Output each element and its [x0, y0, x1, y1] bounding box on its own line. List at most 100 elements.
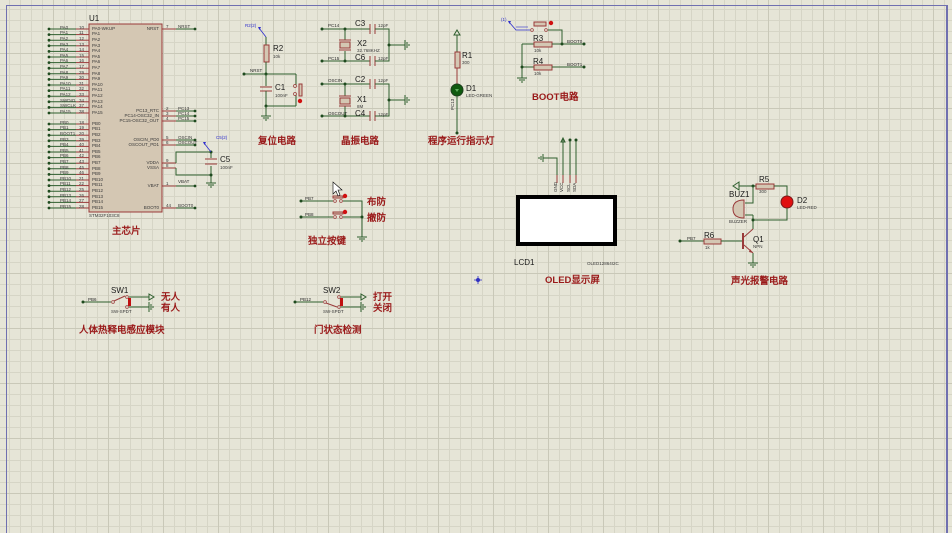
mcu-left-pin-name: PB9 — [92, 171, 101, 177]
crystal-x1 — [339, 97, 351, 105]
oled-screen — [516, 195, 617, 246]
mcu-vbat-net: VBAT — [178, 179, 190, 184]
mcu-left-pin-number: 31 — [79, 80, 85, 86]
oled-display[interactable] — [516, 136, 617, 246]
net-oscin: OSCIN — [328, 78, 343, 83]
q1-ref: Q1 — [753, 235, 764, 244]
independent-keys[interactable] — [299, 181, 368, 242]
mcu-pin-junction — [47, 38, 51, 42]
mcu-left-net-label: PB3 — [60, 136, 69, 142]
mcu-pin-junction — [47, 33, 51, 36]
net-boot1: BOOT1 — [567, 62, 583, 67]
mcu-left-net-label: PB1 — [60, 125, 69, 131]
mcu-right-pin-number: 3 — [166, 111, 169, 116]
r3-ref: R3 — [533, 34, 544, 43]
mcu-left-pin-name: PB0 — [92, 120, 101, 126]
mcu-left-pin-number: 45 — [79, 164, 85, 170]
mcu-pin-junction — [47, 150, 51, 154]
d2-ref: D2 — [797, 196, 808, 205]
mcu-u1[interactable] — [47, 23, 197, 213]
buz1-ref: BUZ1 — [729, 190, 750, 199]
mcu-right-pin-name: VSSA — [146, 164, 159, 170]
mcu-left-pin-name: PA10 — [92, 81, 103, 87]
sw1-ref: SW1 — [111, 286, 129, 295]
mcu-left-pin-number: 30 — [79, 75, 85, 81]
mcu-pin-junction — [47, 206, 51, 210]
mcu-left-net-label: PA6 — [60, 58, 69, 64]
mcu-pin-junction — [47, 44, 51, 48]
label-nobody: 无人 — [161, 292, 181, 303]
mcu-pin-junction — [193, 27, 197, 31]
mcu-left-pin-number: 32 — [79, 86, 85, 92]
mcu-right-pin-number: 5 — [166, 135, 169, 140]
r4-ref: R4 — [533, 57, 544, 66]
mcu-pin-junction — [193, 138, 197, 142]
mcu-pin-junction — [47, 27, 51, 31]
c4-value: 12pF — [378, 112, 389, 117]
mcu-body[interactable] — [88, 23, 163, 213]
mcu-pin-junction — [193, 143, 197, 147]
r5-value: 300 — [759, 189, 767, 194]
label-door: 门状态检测 — [314, 325, 362, 336]
mcu-pin-junction — [47, 189, 51, 193]
mcu-left-net-label: PB7 — [60, 158, 69, 164]
mcu-pin-junction — [47, 161, 51, 165]
status-led-circuit[interactable] — [450, 29, 464, 135]
mcu-right-pin-number: 8 — [166, 163, 169, 168]
mcu-left-pin-name: PB10 — [92, 176, 104, 182]
c1-value: 100nF — [275, 93, 288, 98]
mcu-left-pin-number: 38 — [79, 108, 85, 114]
mcu-left-net-label: PA12 — [60, 91, 71, 97]
mcu-right-pin-number: 1 — [166, 181, 169, 186]
reset-button — [298, 83, 303, 97]
mcu-left-net-label: PB8 — [60, 164, 69, 170]
reset-circuit[interactable] — [242, 27, 303, 121]
mcu-left-net-label: PA8 — [60, 69, 69, 75]
mcu-left-pin-name: PB3 — [92, 137, 101, 143]
mcu-left-pin-number: 19 — [79, 125, 85, 131]
mcu-left-pin-name: PB5 — [92, 148, 101, 154]
door-switch-sw2[interactable] — [293, 293, 367, 312]
c5-ref: C5 — [220, 155, 231, 164]
mcu-left-pin-name: PA3 — [92, 42, 101, 48]
mcu-pin-junction — [47, 55, 51, 59]
mcu-left-pin-number: 17 — [79, 63, 85, 69]
mcu-left-pin-number: 11 — [79, 30, 84, 36]
mcu-left-pin-number: 25 — [79, 186, 85, 192]
mcu-left-pin-name: PA15 — [92, 109, 103, 115]
r4-value: 10k — [534, 71, 542, 76]
mcu-pin-junction — [47, 61, 51, 64]
crystal-circuit[interactable] — [320, 24, 410, 121]
capacitor-c5[interactable] — [175, 142, 217, 188]
mcu-left-pin-number: 40 — [79, 142, 85, 148]
mcu-right-pin-number: 2 — [166, 106, 169, 111]
boot-circuit[interactable] — [508, 20, 586, 83]
sw2-ref: SW2 — [323, 286, 341, 295]
alarm-circuit[interactable] — [678, 181, 794, 268]
c6-ref: C6 — [355, 53, 366, 62]
mcu-left-pin-name: PB11 — [92, 182, 103, 188]
label-crystal: 晶振电路 — [341, 136, 380, 147]
mcu-right-net-label: PC13 — [178, 106, 190, 111]
mcu-pin-junction — [47, 133, 51, 137]
mcu-left-net-label: PB4 — [60, 142, 69, 148]
mcu-left-pin-name: PA14 — [92, 104, 103, 110]
label-disarm: 撤防 — [367, 213, 387, 224]
mcu-right-net-label: OSCIN — [178, 135, 193, 140]
mcu-right-pin-name: OSCOUT_PD1 — [128, 141, 159, 147]
led-net: PC13 — [450, 98, 455, 110]
mcu-left-pin-number: 29 — [79, 69, 85, 75]
mcu-left-pin-number: 37 — [79, 103, 85, 109]
pir-switch-sw1[interactable] — [81, 293, 155, 312]
mcu-left-pin-number: 20 — [79, 130, 85, 136]
alarm-net: PB7 — [687, 236, 696, 241]
d1-value: LED-GREEN — [466, 93, 493, 98]
c3-value: 12pF — [378, 23, 389, 28]
mcu-left-pin-number: 26 — [79, 192, 85, 198]
mcu-left-pin-number: 33 — [79, 91, 85, 97]
net-pc15: PC15 — [328, 56, 340, 61]
label-boot: BOOT电路 — [532, 92, 579, 103]
r1-value: 300 — [462, 60, 470, 65]
mcu-left-net-label: PA0 — [60, 24, 69, 30]
d2-value: LED-RED — [797, 205, 817, 210]
